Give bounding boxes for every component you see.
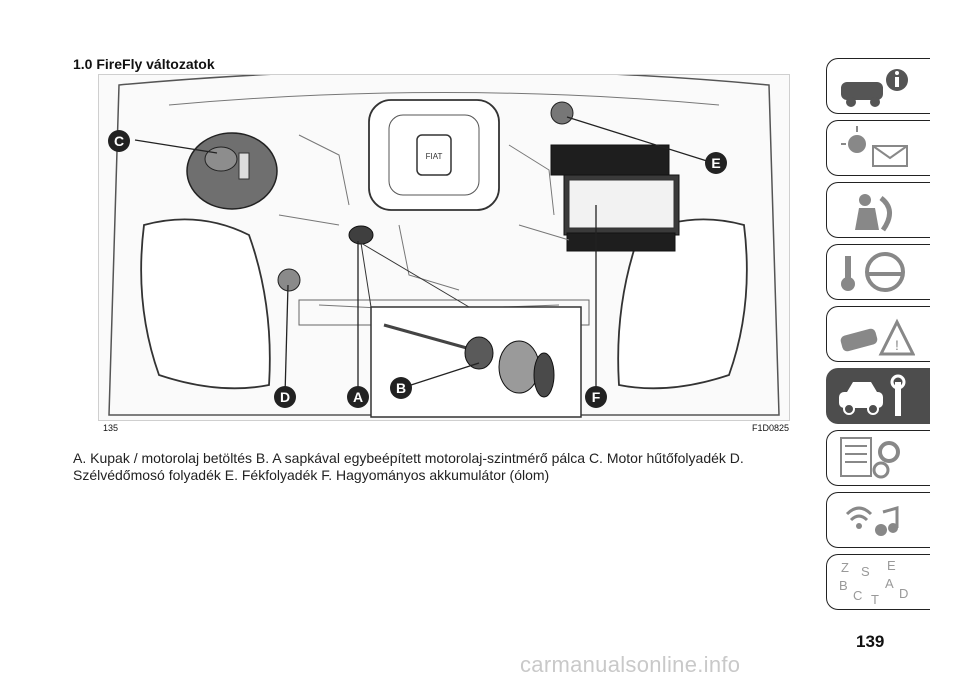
callout-a: A [347,386,369,408]
callout-b: B [390,377,412,399]
svg-text:E: E [887,558,896,573]
tab-multimedia[interactable] [826,492,930,548]
svg-text:!: ! [895,337,899,353]
washer-reservoir [277,268,301,292]
emergency-icon: ! [840,318,915,356]
svg-text:E: E [711,155,720,171]
figure-code: F1D0825 [752,423,790,433]
multimedia-icon [845,506,899,536]
warning-lights-icon [841,126,908,167]
engine-bay-drawing: FIAT C [108,75,780,418]
svg-text:F: F [592,389,601,405]
tab-starting-driving[interactable] [826,244,930,300]
fiat-badge [416,134,452,176]
svg-text:Z: Z [841,560,849,575]
callout-e: E [705,152,727,174]
watermark: carmanualsonline.info [520,652,741,677]
brake-fluid-reservoir [550,101,574,125]
tab-technical-data[interactable] [826,430,930,486]
svg-text:T: T [871,592,879,606]
page-number: 139 [856,632,885,651]
svg-text:S: S [861,564,870,579]
tab-emergency[interactable]: ! [826,306,930,362]
technical-data-icon [840,437,900,479]
tab-car-info[interactable] [826,58,930,114]
callout-c: C [108,130,130,152]
svg-text:C: C [114,133,124,149]
tab-warning-lights[interactable] [826,120,930,176]
safety-icon [855,194,892,232]
index-icon: Z S E B A C T D [839,558,908,606]
oil-cap [348,225,374,245]
callout-d: D [274,386,296,408]
callout-f: F [585,386,607,408]
tab-index[interactable]: Z S E B A C T D [826,554,930,610]
svg-text:B: B [396,380,406,396]
svg-text:B: B [839,578,848,593]
svg-text:D: D [899,586,908,601]
engine-bay-figure: FIAT C [98,74,790,421]
maintenance-icon [839,374,906,416]
section-title: 1.0 FireFly változatok [73,56,215,72]
fiat-badge-text: FIAT [426,152,443,161]
figure-number: 135 [103,423,119,433]
figure-caption: A. Kupak / motorolaj betöltés B. A sapká… [73,450,744,483]
car-info-icon [841,69,908,107]
tab-safety[interactable] [826,182,930,238]
svg-text:D: D [280,389,290,405]
svg-text:A: A [885,576,894,591]
svg-text:A: A [353,389,363,405]
tab-maintenance[interactable] [826,368,930,424]
coolant-reservoir [186,132,278,210]
svg-text:C: C [853,588,862,603]
starting-driving-icon [841,252,905,292]
